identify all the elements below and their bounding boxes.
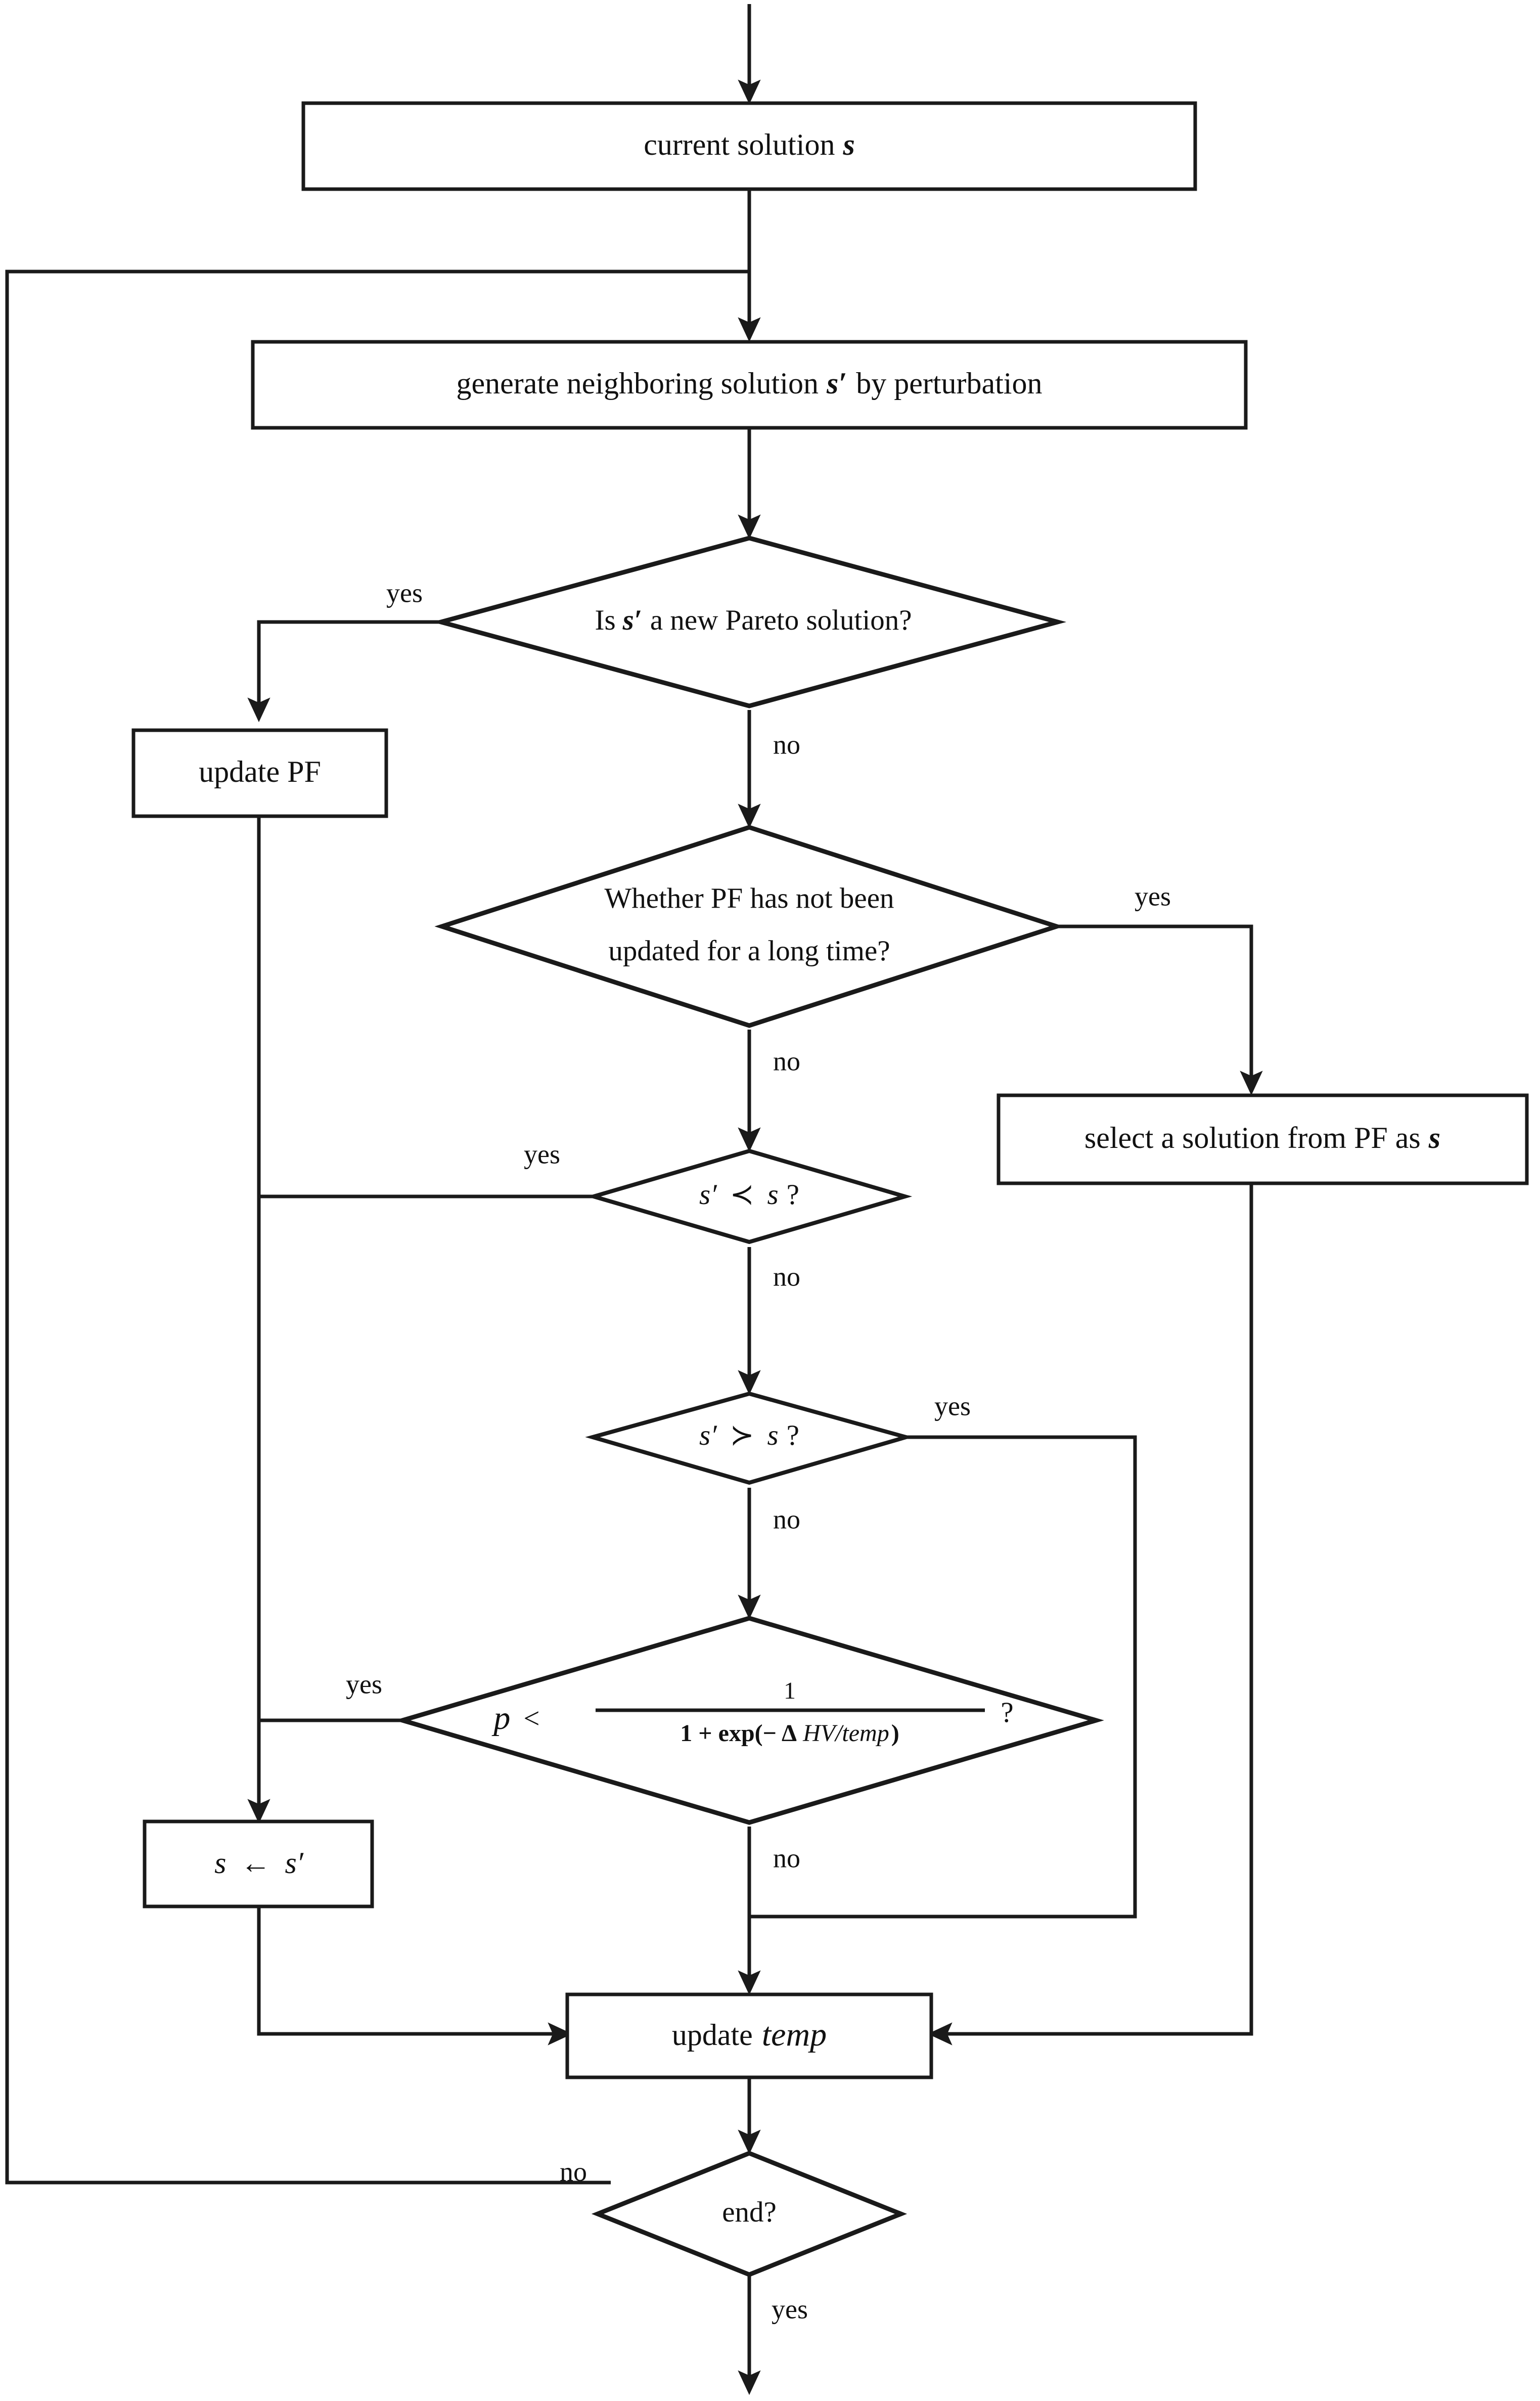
node-dominated-by: s′≺s? — [586, 1148, 913, 1244]
svg-text:update PF: update PF — [199, 755, 321, 788]
svg-text:select a solution from PF ass: select a solution from PF ass — [1084, 1121, 1440, 1154]
svg-text:end?: end? — [722, 2196, 777, 2228]
edge-selectpf-to-updatetemp — [927, 1183, 1253, 2046]
label-dominates-no: no — [773, 1504, 800, 1534]
label-end-yes: yes — [772, 2294, 808, 2324]
svg-text:s′≺s?: s′≺s? — [699, 1179, 799, 1211]
edge-assign-to-updatetemp — [257, 1906, 573, 2046]
label-dominated-yes: yes — [524, 1139, 560, 1169]
label-stale-yes: yes — [1135, 881, 1171, 911]
label-stale-no: no — [773, 1046, 800, 1076]
svg-text:?: ? — [1001, 1697, 1013, 1728]
metropolis-numerator: 1 — [784, 1677, 796, 1704]
svg-text:s←s′: s←s′ — [214, 1846, 304, 1880]
edge-end-no-feedback — [5, 270, 749, 2185]
edge-dominates-yes — [749, 1435, 1137, 1919]
svg-text:Whether PF has not been: Whether PF has not been — [604, 882, 894, 914]
label-pareto-yes: yes — [386, 577, 423, 608]
label-metropolis-yes: yes — [346, 1669, 382, 1699]
node-pf-stale: Whether PF has not been updated for a lo… — [434, 825, 1064, 1028]
svg-text:p<: p< — [491, 1700, 539, 1737]
node-update-pf: update PF — [131, 728, 388, 818]
svg-text:s′≻s?: s′≻s? — [699, 1419, 799, 1451]
label-pareto-no: no — [773, 729, 800, 760]
svg-text:Iss′a new Pareto solution?: Iss′a new Pareto solution? — [595, 604, 912, 636]
edge-stale-yes — [1056, 924, 1263, 1096]
label-dominates-yes: yes — [934, 1391, 971, 1421]
label-metropolis-no: no — [773, 1843, 800, 1873]
label-end-no: no — [560, 2156, 587, 2187]
node-assign: s←s′ — [143, 1819, 374, 1908]
node-dominates: s′≻s? — [585, 1391, 914, 1485]
node-end-check: end? — [591, 2151, 908, 2277]
label-dominated-no: no — [773, 1261, 800, 1292]
svg-text:updated for a long time?: updated for a long time? — [608, 935, 890, 967]
